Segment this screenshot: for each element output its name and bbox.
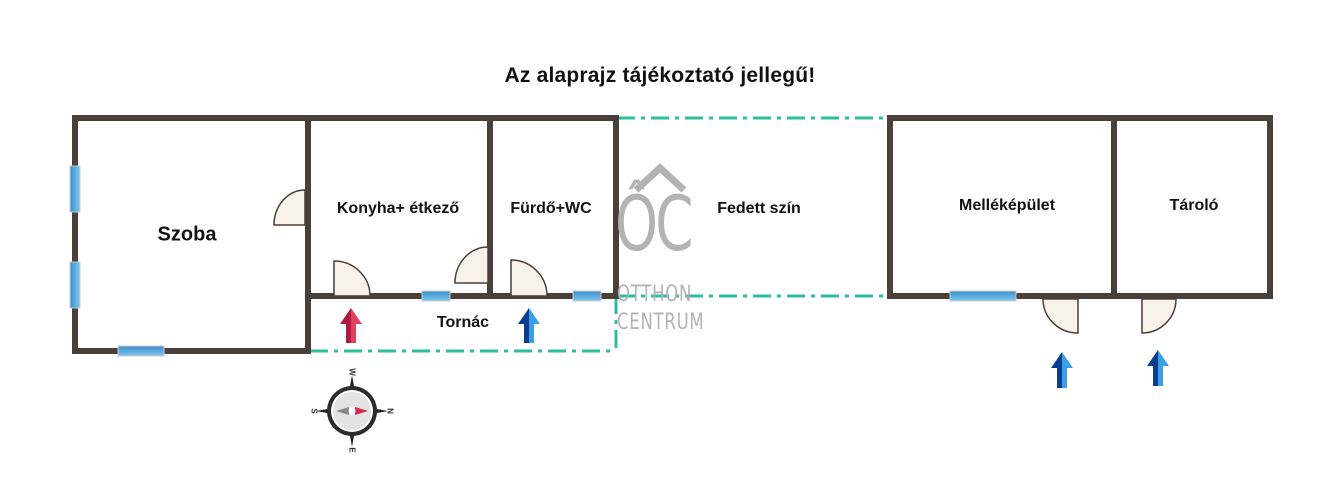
entrance-arrows: [340, 308, 1169, 388]
windows: [69, 165, 1017, 357]
window-szoba-left-2: [69, 261, 81, 309]
door-tarolo: [1141, 298, 1177, 334]
watermark-line1: OTTHON: [617, 282, 693, 307]
room-label-furdo: Fürdő+WC: [510, 200, 592, 217]
room-label-tarolo: Tároló: [1169, 197, 1219, 214]
compass-label-left: S: [309, 408, 319, 414]
door-szoba: [273, 189, 306, 226]
window-szoba-bottom: [117, 345, 165, 357]
door-konyha-entrance: [333, 260, 371, 297]
watermark-logo: ÔC: [615, 179, 693, 268]
doors: [273, 189, 1177, 334]
window-szoba-left-1: [69, 165, 81, 213]
window-furdo: [572, 290, 602, 302]
room-label-konyha: Konyha+ étkező: [336, 200, 460, 217]
window-mellekepulet: [949, 290, 1017, 302]
compass-label-right: N: [385, 408, 395, 414]
page-title: Az alaprajz tájékoztató jellegű!: [504, 64, 816, 87]
entrance-arrow-furdo: [518, 308, 540, 343]
open-area-outlines: [310, 116, 890, 353]
main-entrance-arrow: [340, 308, 362, 343]
compass-label-top: W: [347, 368, 357, 376]
compass-label-bottom: E: [347, 447, 357, 453]
entrance-arrow-tarolo: [1147, 350, 1169, 386]
entrance-arrow-mellekepulet: [1051, 352, 1073, 388]
door-furdo-entrance: [510, 259, 548, 297]
room-label-mellekepulet: Melléképület: [958, 197, 1056, 214]
window-konyha: [421, 290, 451, 302]
room-label-tornac: Tornác: [436, 314, 490, 331]
door-furdo-inner: [454, 246, 489, 284]
compass-icon: [316, 375, 388, 447]
watermark-roof-icon: [633, 163, 687, 193]
room-label-szoba: Szoba: [157, 223, 217, 246]
door-mellekepulet: [1042, 298, 1079, 334]
watermark-line2: CENTRUM: [617, 310, 705, 335]
room-label-fedett-szin: Fedett szín: [717, 200, 801, 217]
